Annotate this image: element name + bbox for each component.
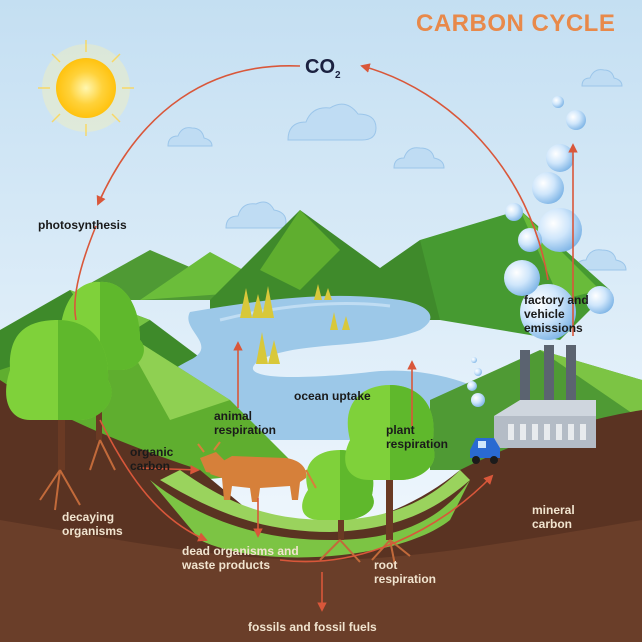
cloud-icon [225,201,287,229]
arrow-emissions-to-co2 [360,63,549,281]
label-fossils: fossils and fossil fuels [248,620,377,634]
label-dead-organisms: dead organisms and waste products [182,544,299,572]
label-root-respiration: root respiration [374,558,437,586]
co2-label: CO2 [305,56,341,81]
label-decaying-organisms: decaying organisms [62,510,123,538]
diagram-title: CARBON CYCLE [416,10,616,37]
label-plant-respiration: plant respiration [386,423,449,451]
cloud-icon [393,147,445,169]
cloud-icon [581,69,623,87]
label-photosynthesis: photosynthesis [38,218,127,232]
bubble-icon [467,96,614,407]
reeds [240,284,350,364]
cloud-icon [167,127,213,147]
arrow-co2-to-photosynthesis [96,65,301,206]
car-icon [470,438,500,464]
label-factory-emissions: factory and vehicle emissions [524,293,589,335]
label-ocean-uptake: ocean uptake [294,389,371,403]
sun-icon [38,40,134,136]
arrow-organic-carbon [139,464,200,475]
label-animal-respiration: animal respiration [214,409,277,437]
tree-icon [6,320,112,470]
factory-icon [494,345,596,448]
hill [540,350,642,420]
cloud-icon [287,103,377,141]
hill [120,330,230,420]
cow-icon [197,441,317,502]
label-mineral-carbon: mineral carbon [532,503,575,531]
arrow-dead-to-mineral [279,474,494,563]
arrow-tree-to-dead [99,419,208,542]
label-organic-carbon: organic carbon [130,445,174,473]
arrow-photosynthesis-to-tree [74,225,97,321]
cloud-icon [575,249,627,271]
